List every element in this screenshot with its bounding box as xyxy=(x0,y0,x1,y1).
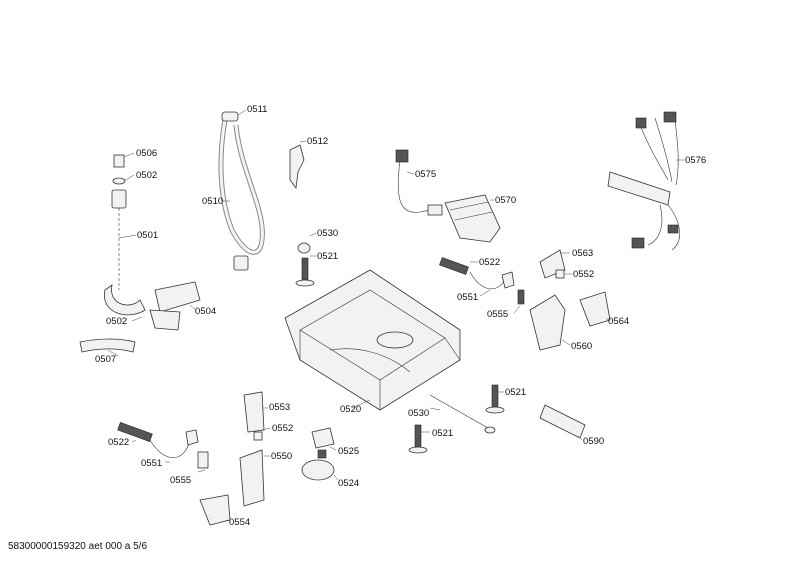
label-0501: 0501 xyxy=(137,230,158,241)
label-0520: 0520 xyxy=(340,404,361,415)
bracket-group-right xyxy=(529,249,611,351)
label-0590: 0590 xyxy=(583,436,604,447)
bracket-0512 xyxy=(289,144,305,190)
label-0564: 0564 xyxy=(608,316,629,327)
label-0530-top: 0530 xyxy=(317,228,338,239)
base-tub-0520 xyxy=(284,269,461,411)
label-0555-top: 0555 xyxy=(487,309,508,320)
label-0524: 0524 xyxy=(338,478,359,489)
label-0530-bottom: 0530 xyxy=(408,408,429,419)
label-0521-top: 0521 xyxy=(317,251,338,262)
wire-harness-0576 xyxy=(607,111,680,251)
label-0550: 0550 xyxy=(271,451,292,462)
label-0525: 0525 xyxy=(338,446,359,457)
label-0511: 0511 xyxy=(247,104,267,115)
sensor-0525-and-disc-0524 xyxy=(301,427,335,481)
heater-group-bottom xyxy=(117,422,209,469)
label-0553: 0553 xyxy=(269,402,290,413)
label-0507: 0507 xyxy=(95,354,116,365)
label-0576: 0576 xyxy=(685,155,706,166)
label-0560: 0560 xyxy=(571,341,592,352)
label-0570: 0570 xyxy=(495,195,516,206)
drain-hose xyxy=(218,111,265,271)
label-0522-top: 0522 xyxy=(479,257,500,268)
label-0552-top: 0552 xyxy=(573,269,594,280)
strip-0590 xyxy=(539,404,586,439)
label-0504: 0504 xyxy=(195,306,216,317)
label-0551-top: 0551 xyxy=(457,292,478,303)
label-0521-right: 0521 xyxy=(505,387,526,398)
screw-group-lower xyxy=(408,384,505,454)
label-0502-top: 0502 xyxy=(136,170,157,181)
heater-group-top xyxy=(439,257,525,305)
label-0563: 0563 xyxy=(572,248,593,259)
cable-0575 xyxy=(395,149,443,216)
label-0552-bottom: 0552 xyxy=(272,423,293,434)
control-module-0570 xyxy=(444,194,501,243)
label-0506: 0506 xyxy=(136,148,157,159)
inlet-valve-parts xyxy=(79,154,201,353)
label-0512: 0512 xyxy=(307,136,328,147)
label-0551-bottom: 0551 xyxy=(141,458,162,469)
document-code: 58300000159320 aet 000 a 5/6 xyxy=(8,541,148,552)
label-0522-bottom: 0522 xyxy=(108,437,129,448)
screw-group-top xyxy=(295,242,315,287)
part-labels: 0511 0512 0506 0502 0510 0575 0570 0576 … xyxy=(95,104,706,528)
bracket-group-lower xyxy=(199,391,265,526)
label-0502-bottom: 0502 xyxy=(106,316,127,327)
label-0555-bottom: 0555 xyxy=(170,475,191,486)
label-0510: 0510 xyxy=(202,196,223,207)
label-0554: 0554 xyxy=(229,517,250,528)
label-0521-bottom: 0521 xyxy=(432,428,453,439)
label-0575: 0575 xyxy=(415,169,436,180)
